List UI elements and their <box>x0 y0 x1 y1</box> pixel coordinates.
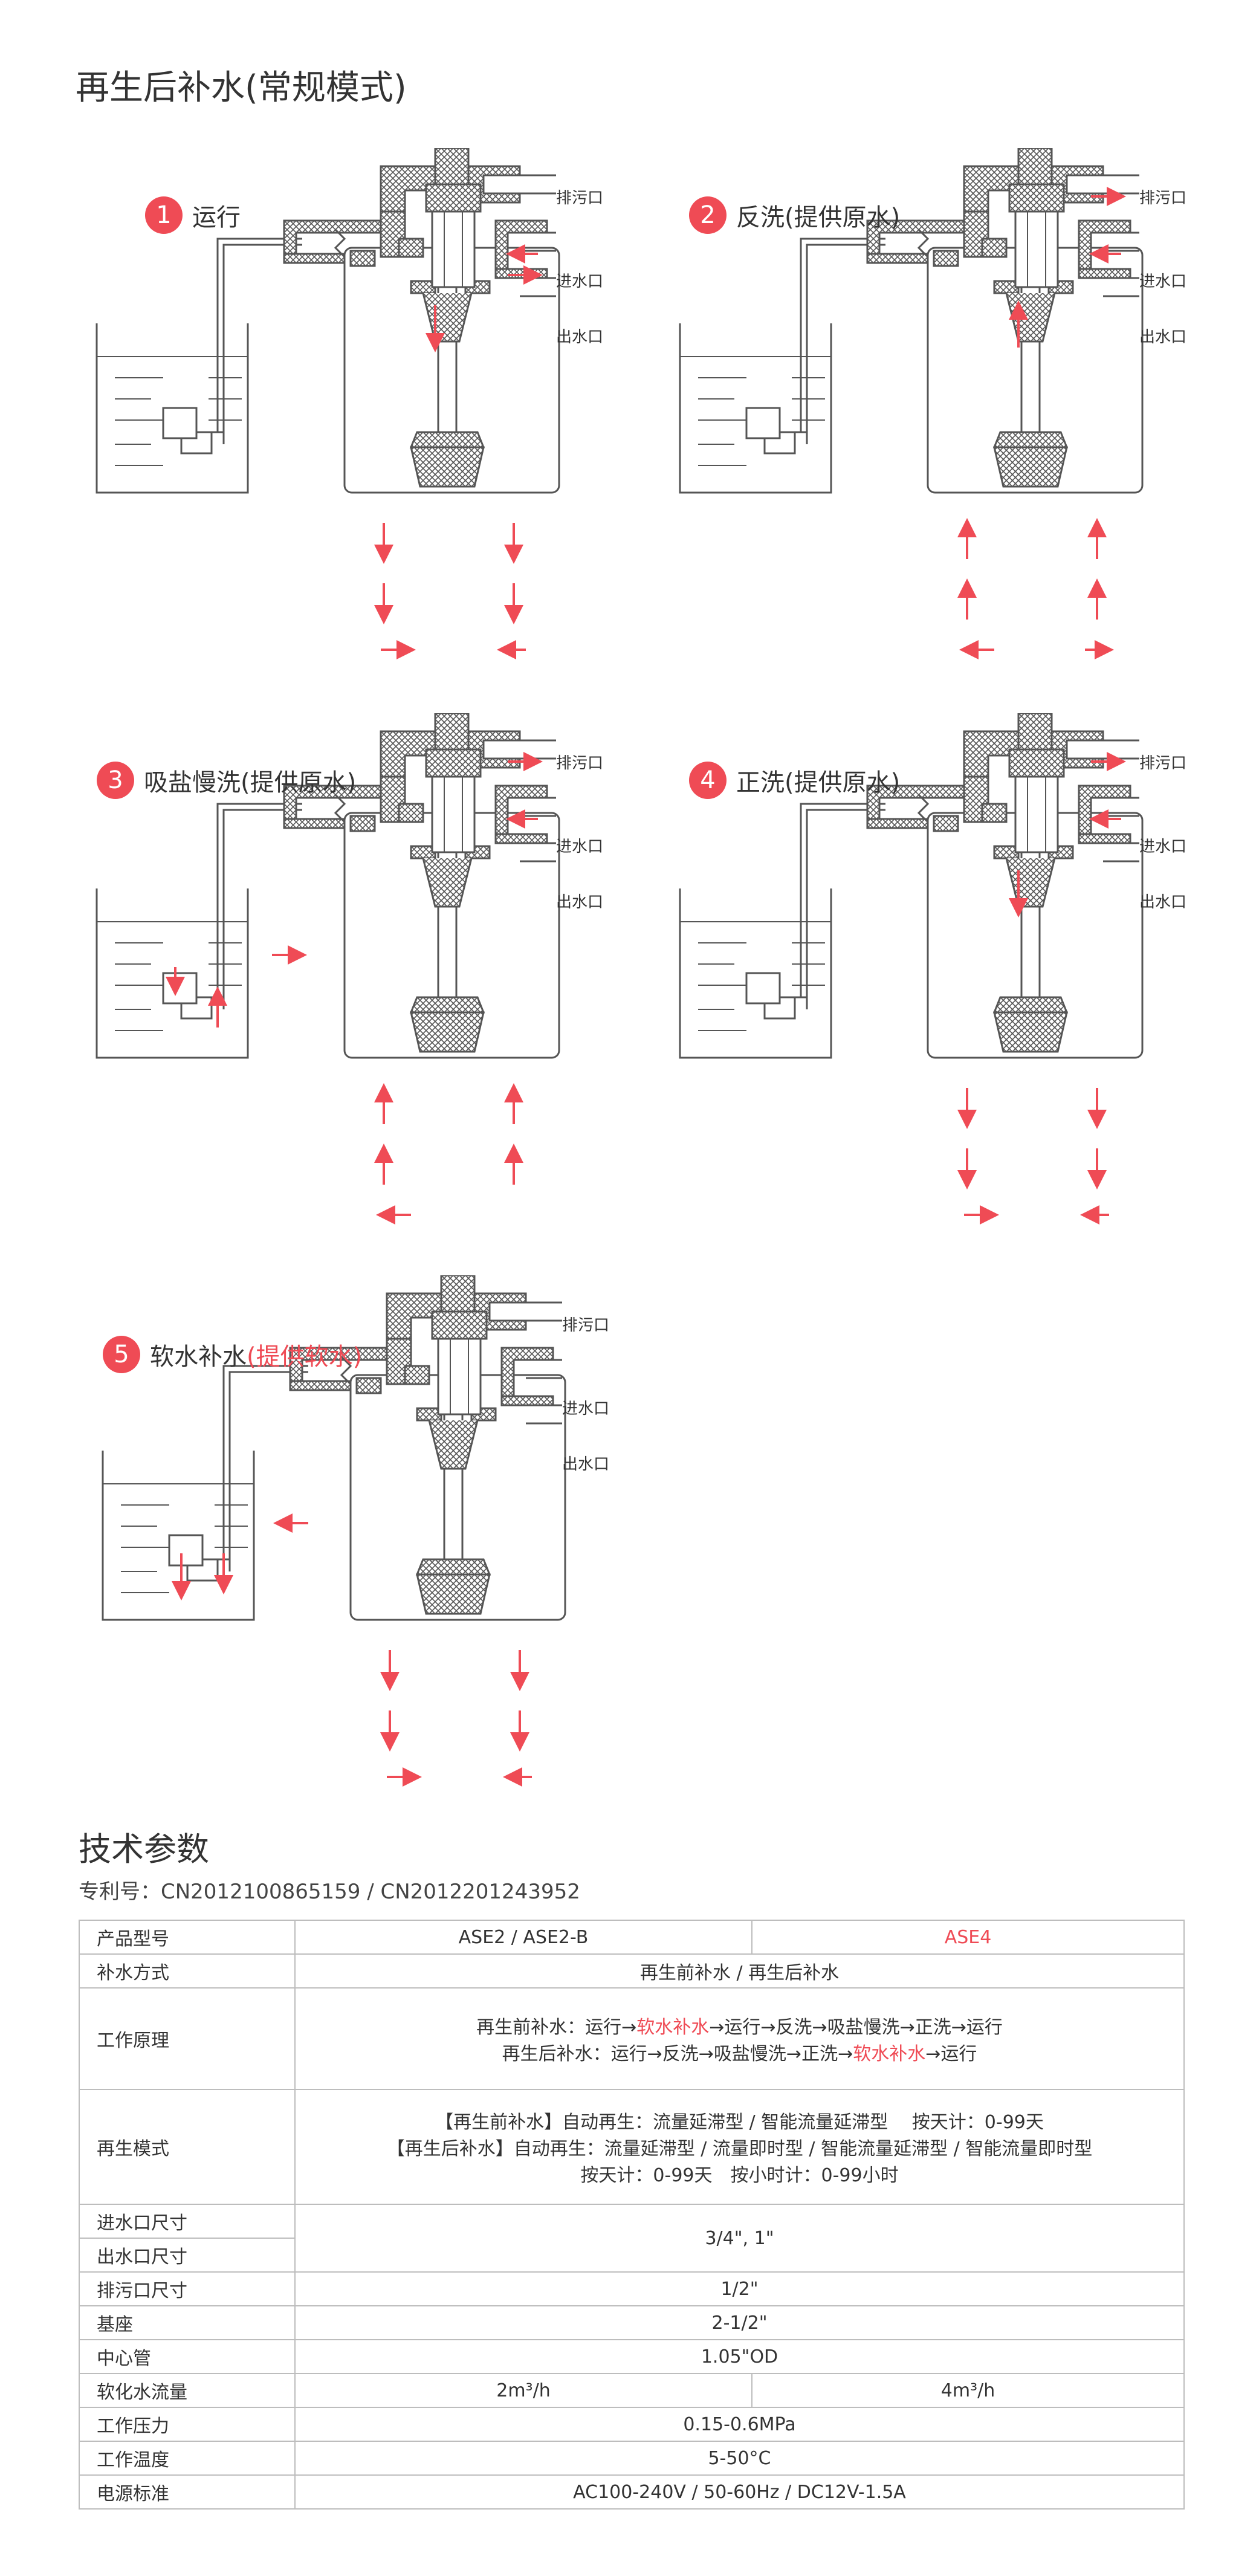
stage-3-diagram: 3 吸盐慢洗(提供原水) 排污口 进水口 出水口 <box>91 712 603 1233</box>
stage-1-diagram: 1 运行 排污口 进水口 出水口 <box>91 147 603 668</box>
principle-text: 再生前补水：运行→ <box>476 2017 637 2038</box>
spec-value: 4m³/h <box>751 2373 1185 2408</box>
step-number-badge: 5 <box>103 1336 140 1373</box>
patent-numbers: 专利号：CN2012100865159 / CN2012201243952 <box>79 1880 580 1904</box>
stage-4-diagram: 4 正洗(提供原水) 排污口 进水口 出水口 <box>674 712 1186 1233</box>
step-label: 运行 <box>192 204 241 231</box>
step-number-badge: 2 <box>689 196 727 234</box>
table-row: 工作压力 0.15-0.6MPa <box>79 2407 1185 2442</box>
table-row: 工作温度 5-50°C <box>79 2441 1185 2476</box>
valve-diagram <box>95 712 560 1225</box>
spec-value: 2-1/2" <box>294 2305 1185 2340</box>
spec-value: 5-50°C <box>294 2441 1185 2476</box>
spec-key: 工作原理 <box>79 1987 296 2090</box>
spec-key: 进水口尺寸 <box>79 2204 296 2239</box>
inlet-port-label: 进水口 <box>556 273 604 291</box>
step-label: 反洗(提供原水) <box>736 204 901 231</box>
spec-key: 中心管 <box>79 2339 296 2374</box>
drain-port-label: 排污口 <box>562 1316 610 1335</box>
table-row: 工作原理 再生前补水：运行→软水补水→运行→反洗→吸盐慢洗→正洗→运行 再生后补… <box>79 1987 1185 2090</box>
spec-key: 工作温度 <box>79 2441 296 2476</box>
spec-key: 产品型号 <box>79 1920 296 1955</box>
spec-title: 技术参数 <box>79 1830 209 1868</box>
valve-diagram <box>679 712 1144 1225</box>
step-label: 软水补水 <box>150 1343 247 1371</box>
drain-port-label: 排污口 <box>556 754 604 772</box>
table-row: 软化水流量 2m³/h 4m³/h <box>79 2373 1185 2408</box>
outlet-port-label: 出水口 <box>556 328 604 346</box>
spec-value: 【再生前补水】自动再生：流量延滞型 / 智能流量延滞型 按天计：0-99天 【再… <box>294 2089 1185 2205</box>
spec-key: 再生模式 <box>79 2089 296 2205</box>
stage-2-diagram: 2 反洗(提供原水) 排污口 进水口 出水口 <box>674 147 1186 668</box>
spec-key: 软化水流量 <box>79 2373 296 2408</box>
drain-port-label: 排污口 <box>1139 754 1187 772</box>
table-row: 产品型号 ASE2 / ASE2-B ASE4 <box>79 1920 1185 1955</box>
principle-highlight: 软水补水 <box>853 2044 926 2065</box>
spec-value: 再生前补水 / 再生后补水 <box>294 1953 1185 1989</box>
step-number-badge: 3 <box>97 762 134 799</box>
table-row: 进水口尺寸 3/4", 1" <box>79 2204 1185 2273</box>
spec-value: ASE2 / ASE2-B <box>294 1920 752 1955</box>
inlet-port-label: 进水口 <box>1139 838 1187 856</box>
principle-text: →运行→反洗→吸盐慢洗→正洗→运行 <box>709 2017 1003 2038</box>
regen-line: 【再生前补水】自动再生：流量延滞型 / 智能流量延滞型 按天计：0-99天 <box>435 2112 1044 2133</box>
spec-value: 1/2" <box>294 2271 1185 2306</box>
table-row: 排污口尺寸 1/2" <box>79 2271 1185 2306</box>
table-row: 出水口尺寸 <box>79 2238 1184 2273</box>
outlet-port-label: 出水口 <box>562 1455 610 1474</box>
spec-value: 再生前补水：运行→软水补水→运行→反洗→吸盐慢洗→正洗→运行 再生后补水：运行→… <box>294 1987 1185 2090</box>
spec-key: 工作压力 <box>79 2407 296 2442</box>
spec-key: 出水口尺寸 <box>79 2238 296 2273</box>
outlet-port-label: 出水口 <box>556 893 604 911</box>
inlet-port-label: 进水口 <box>562 1400 610 1418</box>
step-label: 吸盐慢洗(提供原水) <box>144 769 357 797</box>
spec-value: 3/4", 1" <box>294 2204 1185 2273</box>
valve-diagram <box>95 147 560 659</box>
spec-table: 产品型号 ASE2 / ASE2-B ASE4 补水方式 再生前补水 / 再生后… <box>79 1920 1185 2510</box>
valve-diagram <box>102 1274 566 1787</box>
step-number-badge: 1 <box>145 196 183 234</box>
principle-text: →运行 <box>925 2044 977 2065</box>
step-label: 正洗(提供原水) <box>736 769 901 797</box>
step-label-extra: (提供软水) <box>247 1343 363 1371</box>
principle-text: 再生后补水：运行→反洗→吸盐慢洗→正洗→ <box>502 2044 853 2065</box>
table-row: 补水方式 再生前补水 / 再生后补水 <box>79 1953 1185 1989</box>
outlet-port-label: 出水口 <box>1139 893 1187 911</box>
stage-5-diagram: 5 软水补水(提供软水) 排污口 进水口 出水口 <box>97 1274 609 1795</box>
spec-key: 电源标准 <box>79 2474 296 2510</box>
spec-value: 0.15-0.6MPa <box>294 2407 1185 2442</box>
regen-line: 按天计：0-99天 按小时计：0-99小时 <box>580 2165 899 2186</box>
spec-value: 2m³/h <box>294 2373 752 2408</box>
spec-value: AC100-240V / 50-60Hz / DC12V-1.5A <box>294 2474 1185 2510</box>
spec-value: ASE4 <box>751 1920 1185 1955</box>
inlet-port-label: 进水口 <box>1139 273 1187 291</box>
drain-port-label: 排污口 <box>1139 189 1187 207</box>
spec-key: 基座 <box>79 2305 296 2340</box>
regen-line: 【再生后补水】自动再生：流量延滞型 / 流量即时型 / 智能流量延滞型 / 智能… <box>386 2138 1093 2160</box>
valve-diagram <box>679 147 1144 659</box>
table-row: 基座 2-1/2" <box>79 2305 1185 2340</box>
spec-key: 补水方式 <box>79 1953 296 1989</box>
page-title: 再生后补水(常规模式) <box>76 68 407 108</box>
spec-value: 1.05"OD <box>294 2339 1185 2374</box>
table-row: 再生模式 【再生前补水】自动再生：流量延滞型 / 智能流量延滞型 按天计：0-9… <box>79 2089 1185 2205</box>
drain-port-label: 排污口 <box>556 189 604 207</box>
table-row: 中心管 1.05"OD <box>79 2339 1185 2374</box>
inlet-port-label: 进水口 <box>556 838 604 856</box>
principle-highlight: 软水补水 <box>636 2017 710 2038</box>
table-row: 电源标准 AC100-240V / 50-60Hz / DC12V-1.5A <box>79 2474 1185 2510</box>
step-number-badge: 4 <box>689 762 727 799</box>
outlet-port-label: 出水口 <box>1139 328 1187 346</box>
spec-key: 排污口尺寸 <box>79 2271 296 2306</box>
